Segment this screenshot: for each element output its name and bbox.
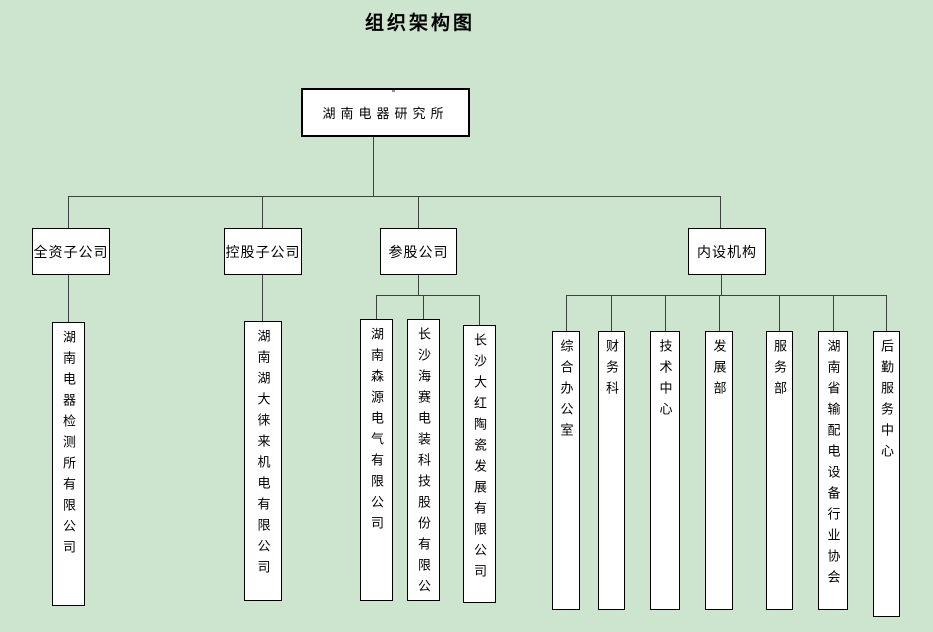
connector-holding-child [262,275,263,321]
org-box-hudalai-electromechanical: 湖南湖大徕来机电有限公司 [244,321,282,601]
org-box-label: 发展部 [711,339,727,402]
org-box-wholly-owned-subsidiary: 全资子公司 [32,228,110,275]
connector-drop-wholly-owned [68,196,69,228]
org-box-technology-center: 技术中心 [650,331,680,610]
connector-drop-development [719,295,720,331]
org-box-label: 技术中心 [657,339,673,423]
org-box-root-label: 湖南电器研究所 [322,106,449,121]
connector-wholly-owned-child [68,275,69,322]
org-box-label: 湖南森源电气有限公司 [369,327,384,537]
org-box-haisai-tech: 长沙海赛电装科技股份有限公 [407,319,440,601]
org-box-label: 后勤服务中心 [879,339,894,465]
org-box-internal-departments: 内设机构 [688,228,766,275]
org-box-finance-section: 财务科 [598,331,625,610]
connector-drop-internal [720,196,721,228]
org-box-logistics-center: 后勤服务中心 [873,331,900,617]
org-box-label: 长沙海赛电装科技股份有限公 [416,327,431,600]
org-box-general-office: 综合办公室 [552,331,580,610]
org-box-equity-participation: 参股公司 [380,228,457,275]
org-box-label: 参股公司 [388,243,449,260]
org-box-dahong-ceramics: 长沙大红陶瓷发展有限公司 [463,325,496,603]
org-box-label: 湖南电器检测所有限公司 [61,330,76,561]
org-box-industry-association: 湖南省输配电设备行业协会 [818,331,848,610]
connector-drop-finance [611,295,612,331]
connector-drop-equity [418,196,419,228]
org-box-holding-subsidiary: 控股子公司 [224,228,302,275]
connector-internal-rail [566,295,887,296]
org-box-label: 控股子公司 [225,243,301,260]
connector-level2-rail [68,196,721,197]
connector-drop-haisai [423,295,424,319]
connector-equity-rail [376,295,480,296]
connector-drop-logistics [886,295,887,331]
artifact-dot [392,90,395,92]
org-box-label: 长沙大红陶瓷发展有限公司 [472,333,487,585]
connector-internal-stem [721,275,722,295]
connector-drop-service [779,295,780,331]
org-box-service-dept: 服务部 [766,331,793,610]
org-box-label: 湖南湖大徕来机电有限公司 [255,329,271,581]
connector-equity-stem [418,275,419,295]
page-title: 组织架构图 [364,13,475,34]
org-box-label: 综合办公室 [558,339,574,444]
org-box-development-dept: 发展部 [705,331,733,610]
connector-drop-general-office [566,295,567,331]
org-box-label: 湖南省输配电设备行业协会 [825,339,841,591]
org-box-senyuan-electric: 湖南森源电气有限公司 [360,319,393,601]
connector-root-stem [373,137,374,196]
org-box-label: 全资子公司 [33,243,109,260]
org-box-label: 服务部 [772,339,787,402]
connector-drop-dahong [479,295,480,325]
org-box-testing-institute: 湖南电器检测所有限公司 [52,322,85,606]
connector-drop-holding [262,196,263,228]
connector-drop-association [833,295,834,331]
connector-drop-senyuan [376,295,377,319]
org-box-root: 湖南电器研究所 [301,88,470,137]
org-box-label: 财务科 [604,339,619,402]
connector-drop-technology [665,295,666,331]
org-box-label: 内设机构 [697,243,757,260]
